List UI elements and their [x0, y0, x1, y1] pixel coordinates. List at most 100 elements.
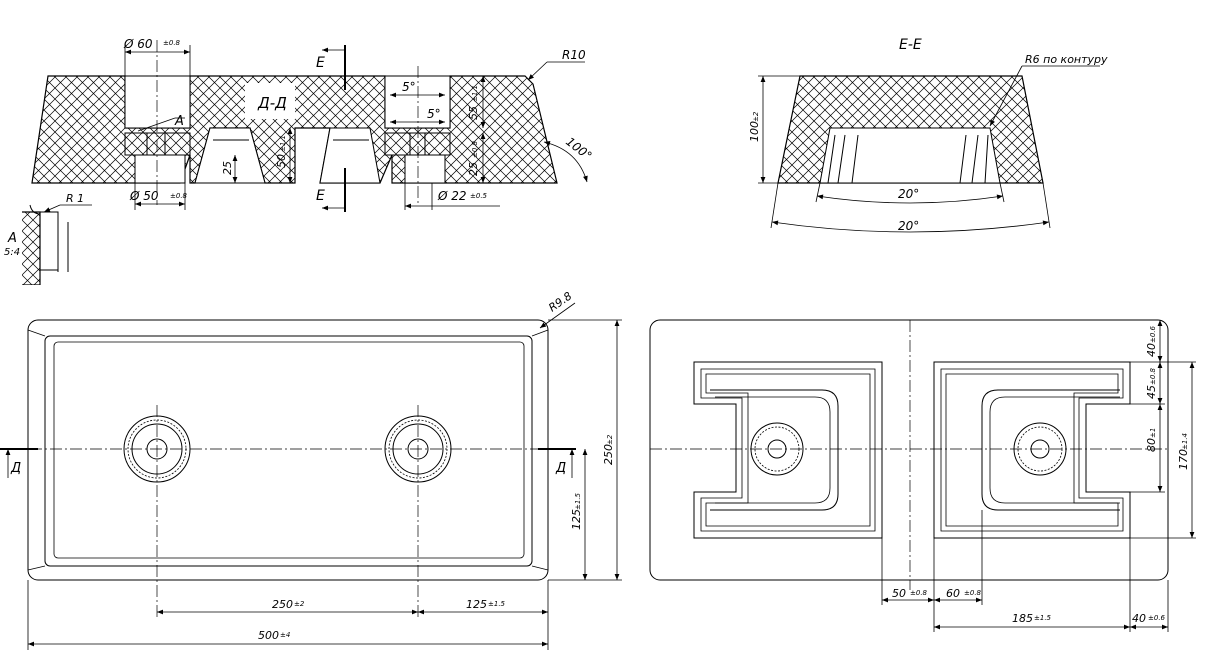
plan-top-chamfer: [27, 565, 46, 571]
angle-top: 5°: [402, 80, 416, 94]
section-ee-rib: [827, 134, 836, 184]
channel-right-pocket-inner: [989, 396, 1120, 504]
channel-left-pocket-inner: [715, 396, 831, 504]
cut-label-e: E: [316, 188, 325, 204]
dim-dia22-tol: ±0.5: [470, 192, 488, 200]
callout-a: A: [174, 114, 184, 129]
dim-40t-tol: ±0.6: [1149, 325, 1157, 343]
dim-250c-tol: ±2: [294, 600, 305, 608]
dim-125h-tol: ±1.5: [574, 492, 582, 510]
extension-line: [770, 182, 779, 229]
angle-arc-outer: [771, 220, 1050, 233]
cut-label-d: Д: [555, 461, 566, 476]
dim-125h: 125: [570, 509, 583, 530]
extension-line: [815, 182, 821, 203]
channel-left-outer: [693, 361, 883, 539]
channel-right-mid: [940, 368, 1124, 532]
detail-a-fillet: [29, 204, 41, 215]
detail-a-body: [22, 211, 41, 285]
section-ee-rib: [851, 134, 859, 184]
hole-bottom-right: [404, 154, 446, 184]
section-ee-rib: [959, 134, 967, 184]
channel-right-outer: [933, 361, 1131, 539]
detail-a: R 1 A 5:4: [4, 192, 92, 285]
angle-arc-inner: [816, 194, 1004, 204]
dim-55: 55: [467, 106, 480, 120]
section-ee-rib: [837, 134, 846, 184]
dim-500-tol: ±4: [280, 631, 290, 639]
hole-outer: [1013, 422, 1067, 476]
section-dd: Д-Д Ø 60 ±0.8 Ø 50 ±0.8 Ø 22 ±0.5 A 5° 5…: [31, 37, 595, 212]
dim-40r-tol: ±0.6: [1148, 614, 1166, 622]
hole-outer: [750, 422, 804, 476]
dim-100-tol: ±2: [752, 111, 760, 122]
dim-250h: 250: [602, 444, 615, 465]
hole-ring: [1017, 426, 1063, 472]
dim-125e-tol: ±1.5: [488, 600, 506, 608]
dim-dia22: Ø 22: [437, 189, 467, 203]
cut-label-d: Д: [10, 461, 21, 476]
dim-60b: 60: [946, 587, 960, 600]
radius-r98: R9.8: [546, 289, 574, 314]
channel-left-mid: [700, 368, 876, 532]
angle-100: 100°: [563, 134, 594, 163]
plan-bottom-outline: [649, 319, 1169, 581]
hole-bottom-left: [134, 154, 186, 184]
radius-r10: R10: [562, 48, 586, 62]
angle-bottom: 5°: [427, 107, 441, 121]
section-label-patch: [245, 83, 295, 119]
hole-inner: [407, 438, 429, 460]
hole-inner: [1030, 439, 1050, 459]
dim-40t: 40: [1145, 343, 1158, 357]
dim-45-tol: ±0.8: [1149, 367, 1157, 385]
dim-25r: 25: [467, 162, 480, 176]
section-ee-label: E-E: [899, 37, 922, 53]
radius-leader-r6: [989, 65, 1023, 127]
plan-top-chamfer: [27, 329, 46, 337]
detail-a-scale: 5:4: [4, 247, 20, 258]
insert-left: [124, 132, 191, 156]
dim-40r: 40: [1132, 612, 1146, 625]
plan-top-inner2: [53, 341, 525, 559]
dim-dia50: Ø 50: [129, 189, 159, 203]
dim-dia50-tol: ±0.8: [170, 192, 188, 200]
detail-a-radius: R 1: [66, 192, 84, 205]
detail-a-letter: A: [7, 231, 17, 246]
pocket-mid: [319, 127, 381, 184]
hole-inner: [767, 439, 787, 459]
detail-a-edge: [40, 211, 59, 271]
dim-185: 185: [1012, 612, 1033, 625]
dim-50: 50: [275, 154, 288, 168]
plan-bottom: 40 ±0.6 45 ±0.8 80 ±1 170 ±1.4 50 ±0.8 6…: [649, 319, 1196, 632]
channel-left-inner: [705, 373, 871, 527]
hole-top-right: [384, 75, 451, 129]
radius-note-r6: R6 по контуру: [1025, 53, 1108, 66]
dim-50-tol: ±1.1: [279, 135, 287, 152]
dim-25r-tol: ±0.8: [471, 140, 479, 158]
cut-label-e: E: [316, 55, 325, 71]
dim-80: 80: [1145, 438, 1158, 452]
dim-125e: 125: [466, 598, 487, 611]
dim-50b: 50: [892, 587, 906, 600]
detail-a-leader: [43, 204, 61, 213]
callout-leader-a: [137, 117, 176, 132]
hole-ring: [754, 426, 800, 472]
dim-500: 500: [258, 629, 279, 642]
dim-55-tol: ±1.1: [471, 85, 479, 102]
radius-leader-r98: [539, 302, 576, 329]
section-ee-rib: [984, 134, 989, 184]
plan-top-chamfer: [531, 329, 549, 337]
angle-inner: 20°: [898, 187, 919, 201]
angle-arc-100: [543, 141, 588, 183]
extension-line: [999, 182, 1005, 203]
dim-60b-tol: ±0.8: [964, 589, 982, 597]
section-ee: E-E 100 ±2 R6 по контуру 20° 20°: [748, 37, 1108, 233]
extension-line: [1042, 182, 1051, 229]
radius-leader-r10: [527, 61, 548, 81]
plan-top-inner: [44, 335, 533, 567]
dim-100: 100: [748, 121, 761, 142]
plan-top: Д Д R9.8 250 ±2 125 ±1.5 250 ±2 125 ±1.5…: [0, 289, 622, 650]
dim-170-tol: ±1.4: [1181, 433, 1189, 450]
channel-right-pocket: [981, 389, 1120, 511]
